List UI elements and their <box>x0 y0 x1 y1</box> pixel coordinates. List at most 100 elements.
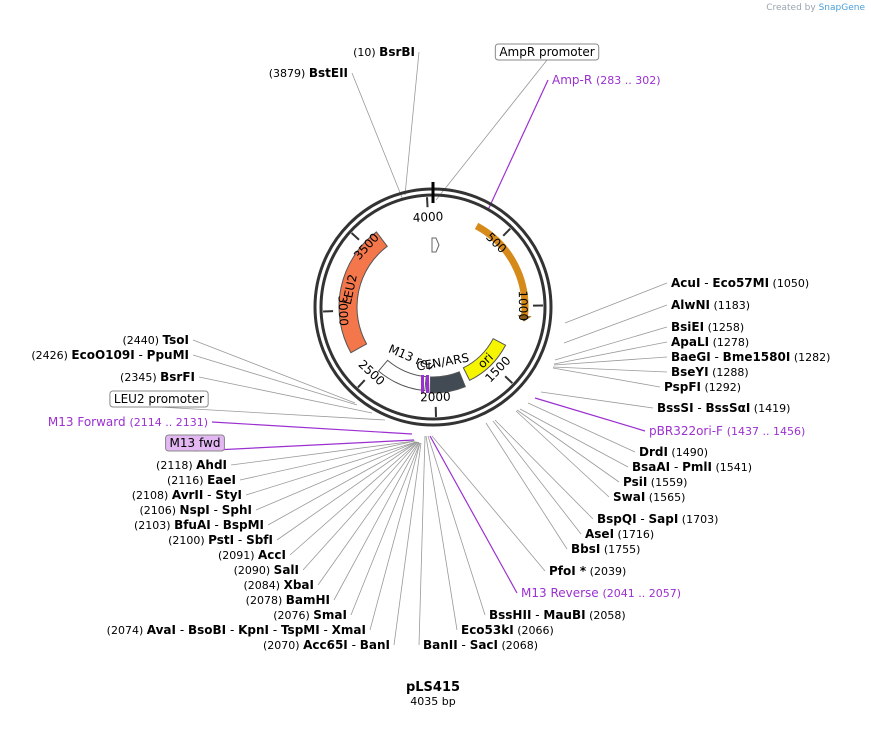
enzyme-name: AhdI <box>196 458 227 472</box>
site-label-10: PspFI (1292) <box>664 380 741 394</box>
site-label-7: ApaLI (1278) <box>671 335 749 349</box>
enzyme-name: BamHI <box>286 593 330 607</box>
site-position: (1565) <box>645 491 685 504</box>
svg-text:BaeGI - Bme1580I (1282): BaeGI - Bme1580I (1282) <box>671 350 830 364</box>
svg-text:DrdI (1490): DrdI (1490) <box>639 445 708 459</box>
feature-cen-ars <box>429 371 466 394</box>
enzyme-name: SapI <box>649 512 679 526</box>
svg-text:(2426) EcoO109I - PpuMI: (2426) EcoO109I - PpuMI <box>31 348 189 362</box>
feature-label-leu2: LEU2 <box>340 273 360 306</box>
leader-line <box>553 341 668 365</box>
boxed-label: AmpR promoter <box>499 45 594 59</box>
tick-2500 <box>357 379 366 389</box>
separator: - <box>203 488 215 502</box>
site-label-39: (2084) XbaI <box>244 578 314 592</box>
separator: - <box>348 638 360 652</box>
svg-text:(2106) NspI - SphI: (2106) NspI - SphI <box>139 503 252 517</box>
svg-text:BsaAI - PmlI (1541): BsaAI - PmlI (1541) <box>632 460 752 474</box>
site-position: (2039) <box>586 565 626 578</box>
enzyme-name: PpuMI <box>147 348 189 362</box>
svg-text:M13 Forward (2114 .. 2131): M13 Forward (2114 .. 2131) <box>48 415 208 429</box>
svg-text:(2118) AhdI: (2118) AhdI <box>156 458 227 472</box>
separator: - <box>210 503 222 517</box>
site-label-43: (2070) Acc65I - BanI <box>263 638 390 652</box>
leader-line <box>515 410 610 498</box>
enzyme-name: SacI <box>470 638 498 652</box>
enzyme-name: Eco53kI <box>461 623 514 637</box>
svg-text:AseI (1716): AseI (1716) <box>585 527 654 541</box>
leader-line <box>552 367 661 388</box>
feature-range: (2041 .. 2057) <box>603 587 682 600</box>
site-label-30: M13 fwd <box>165 434 225 452</box>
enzyme-name: StyI <box>215 488 242 502</box>
separator: - <box>226 623 238 637</box>
enzyme-name: PstI <box>208 533 234 547</box>
enzyme-name: BanI <box>360 638 390 652</box>
site-position: (1050) <box>769 277 809 290</box>
feature-range: (283 .. 302) <box>596 74 661 87</box>
svg-text:(2100) PstI - SbfI: (2100) PstI - SbfI <box>168 533 273 547</box>
enzyme-name: EaeI <box>207 473 236 487</box>
tick-1500 <box>504 375 514 384</box>
site-label-3: Amp-R (283 .. 302) <box>552 73 661 87</box>
leader-line <box>418 435 426 646</box>
svg-text:(2440) TsoI: (2440) TsoI <box>122 333 189 347</box>
svg-text:Amp-R (283 .. 302): Amp-R (283 .. 302) <box>552 73 661 87</box>
leader-line <box>192 354 358 406</box>
separator: - <box>269 623 281 637</box>
enzyme-name: SbfI <box>246 533 273 547</box>
enzyme-name: BsrFI <box>160 370 195 384</box>
svg-text:ApaLI (1278): ApaLI (1278) <box>671 335 749 349</box>
site-label-28: LEU2 promoter <box>109 390 209 408</box>
leader-line <box>230 440 416 466</box>
leader-line <box>431 435 546 572</box>
enzyme-name: SphI <box>222 503 252 517</box>
site-position: (2108) <box>132 489 172 502</box>
m13-marker <box>426 375 429 393</box>
svg-text:AmpR promoter: AmpR promoter <box>499 45 594 59</box>
leader-line <box>553 356 668 366</box>
leader-line <box>534 397 646 432</box>
svg-text:Eco53kI (2066): Eco53kI (2066) <box>461 623 554 637</box>
m13-marker-2 <box>421 375 424 393</box>
enzyme-name: BanII <box>423 638 458 652</box>
enzyme-name: KpnI <box>238 623 269 637</box>
site-label-36: (2100) PstI - SbfI <box>168 533 273 547</box>
site-position: (2078) <box>246 594 286 607</box>
leader-line <box>194 439 415 452</box>
separator: - <box>531 608 543 622</box>
site-label-0: (10) BsrBI <box>353 45 415 59</box>
site-position: (2070) <box>263 639 303 652</box>
leader-line <box>255 441 417 511</box>
svg-text:BbsI (1755): BbsI (1755) <box>571 542 640 556</box>
leader-line <box>429 435 518 594</box>
leader-line <box>211 421 413 435</box>
separator: - <box>135 348 147 362</box>
site-label-16: SwaI (1565) <box>613 490 685 504</box>
svg-text:M13 Reverse (2041 .. 2057): M13 Reverse (2041 .. 2057) <box>521 586 681 600</box>
site-label-18: AseI (1716) <box>585 527 654 541</box>
enzyme-name: BfuAI <box>174 518 211 532</box>
enzyme-name: BaeGI <box>671 350 711 364</box>
svg-text:(2076) SmaI: (2076) SmaI <box>273 608 347 622</box>
svg-text:AcuI - Eco57MI (1050): AcuI - Eco57MI (1050) <box>671 276 809 290</box>
leader-line <box>267 441 418 526</box>
leader-lines <box>158 51 668 646</box>
site-position: (1183) <box>710 299 750 312</box>
site-position: (2440) <box>122 334 162 347</box>
svg-text:(2090) SalI: (2090) SalI <box>234 563 299 577</box>
enzyme-name: PsiI <box>623 475 647 489</box>
ampr-promoter-glyph <box>431 237 440 253</box>
leader-line <box>516 409 620 483</box>
svg-text:BssHII - MauBI (2058): BssHII - MauBI (2058) <box>489 608 626 622</box>
separator: - <box>320 623 332 637</box>
enzyme-name: PmlI <box>682 460 712 474</box>
enzyme-name: BspQI <box>597 512 637 526</box>
leader-line <box>393 442 422 646</box>
enzyme-name: TspMI <box>281 623 320 637</box>
site-position: (2066) <box>514 624 554 637</box>
site-position: (10) <box>353 46 379 59</box>
site-label-34: (2106) NspI - SphI <box>139 503 252 517</box>
